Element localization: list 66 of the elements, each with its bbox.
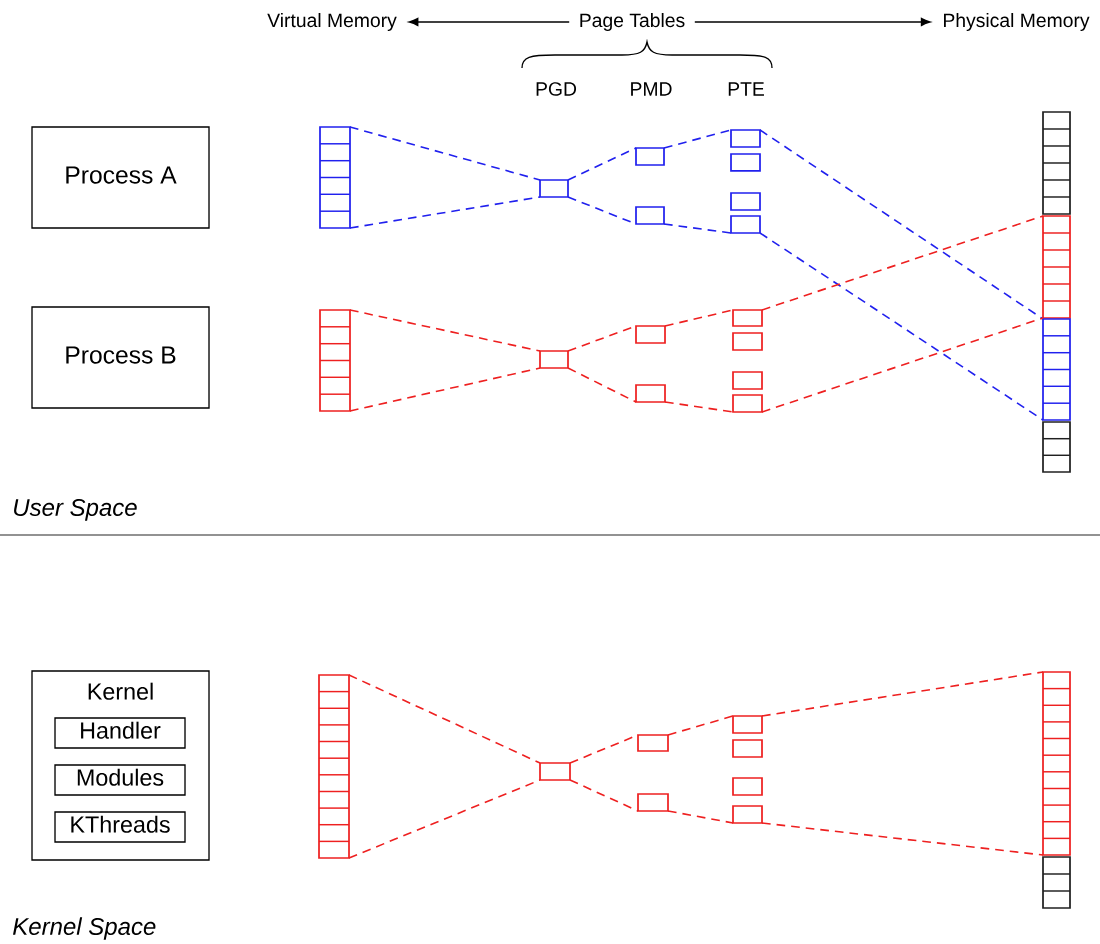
page-table-box <box>732 805 763 824</box>
page-table-box <box>539 762 571 781</box>
dashed-line <box>667 810 734 824</box>
dashed-line <box>569 779 639 812</box>
dashed-line <box>348 779 541 859</box>
page-table-box <box>732 739 763 758</box>
heading-label: Page Tables <box>580 13 685 31</box>
dashed-line <box>664 401 734 413</box>
process-box: Process A <box>31 126 210 229</box>
memory-stack <box>1042 421 1071 473</box>
heading-label: Virtual Memory <box>267 13 397 31</box>
page-table-box <box>732 371 763 390</box>
memory-stack <box>318 674 350 859</box>
dashed-line <box>667 715 734 736</box>
memory-stack <box>319 309 351 412</box>
dashed-line <box>349 309 541 352</box>
memory-stack <box>1042 111 1071 215</box>
page-table-box <box>732 394 763 413</box>
dashed-line <box>348 674 541 764</box>
page-table-box <box>539 350 569 369</box>
dashed-line <box>349 196 541 229</box>
arrow <box>408 17 570 27</box>
process-box: Process B <box>31 306 210 409</box>
page-table-box <box>732 777 763 796</box>
dashed-line <box>761 317 1044 413</box>
dashed-line <box>761 215 1044 311</box>
memory-stack <box>1042 671 1071 856</box>
page-table-box <box>730 153 761 172</box>
page-table-box <box>637 734 669 752</box>
page-table-box <box>635 147 665 166</box>
component-box: KThreads <box>54 811 186 843</box>
dashed-line <box>567 367 637 403</box>
page-table-box <box>635 325 666 344</box>
page-table-box <box>635 384 666 403</box>
dashed-line <box>663 223 732 234</box>
dashed-line <box>759 232 1044 421</box>
memory-stack <box>1042 215 1071 319</box>
page-table-box <box>539 179 569 198</box>
arrow <box>694 17 931 27</box>
page-table-box <box>732 309 763 327</box>
level-label: PMD <box>631 82 672 96</box>
region-label: User Space <box>14 499 137 521</box>
dashed-line <box>349 367 541 412</box>
dashed-line <box>761 671 1044 717</box>
page-table-box <box>730 192 761 211</box>
dashed-line <box>761 822 1044 856</box>
component-box: Handler <box>54 717 186 749</box>
dashed-line <box>759 129 1044 320</box>
page-table-box <box>732 715 763 734</box>
page-table-box <box>730 215 761 234</box>
memory-stack <box>1042 318 1071 421</box>
level-label: PGD <box>536 82 577 96</box>
page-table-box <box>730 129 761 148</box>
heading-label: Physical Memory <box>944 13 1090 31</box>
dashed-line <box>663 129 732 149</box>
page-table-box <box>635 206 665 225</box>
memory-stack <box>1042 856 1071 909</box>
level-label: PTE <box>728 82 764 96</box>
dashed-line <box>664 309 734 327</box>
dashed-line <box>567 147 637 181</box>
dashed-line <box>349 126 541 181</box>
memory-stack <box>319 126 351 229</box>
page-table-box <box>637 793 669 812</box>
region-label: Kernel Space <box>13 917 156 940</box>
page-table-box <box>732 332 763 351</box>
component-box: Modules <box>54 764 186 796</box>
